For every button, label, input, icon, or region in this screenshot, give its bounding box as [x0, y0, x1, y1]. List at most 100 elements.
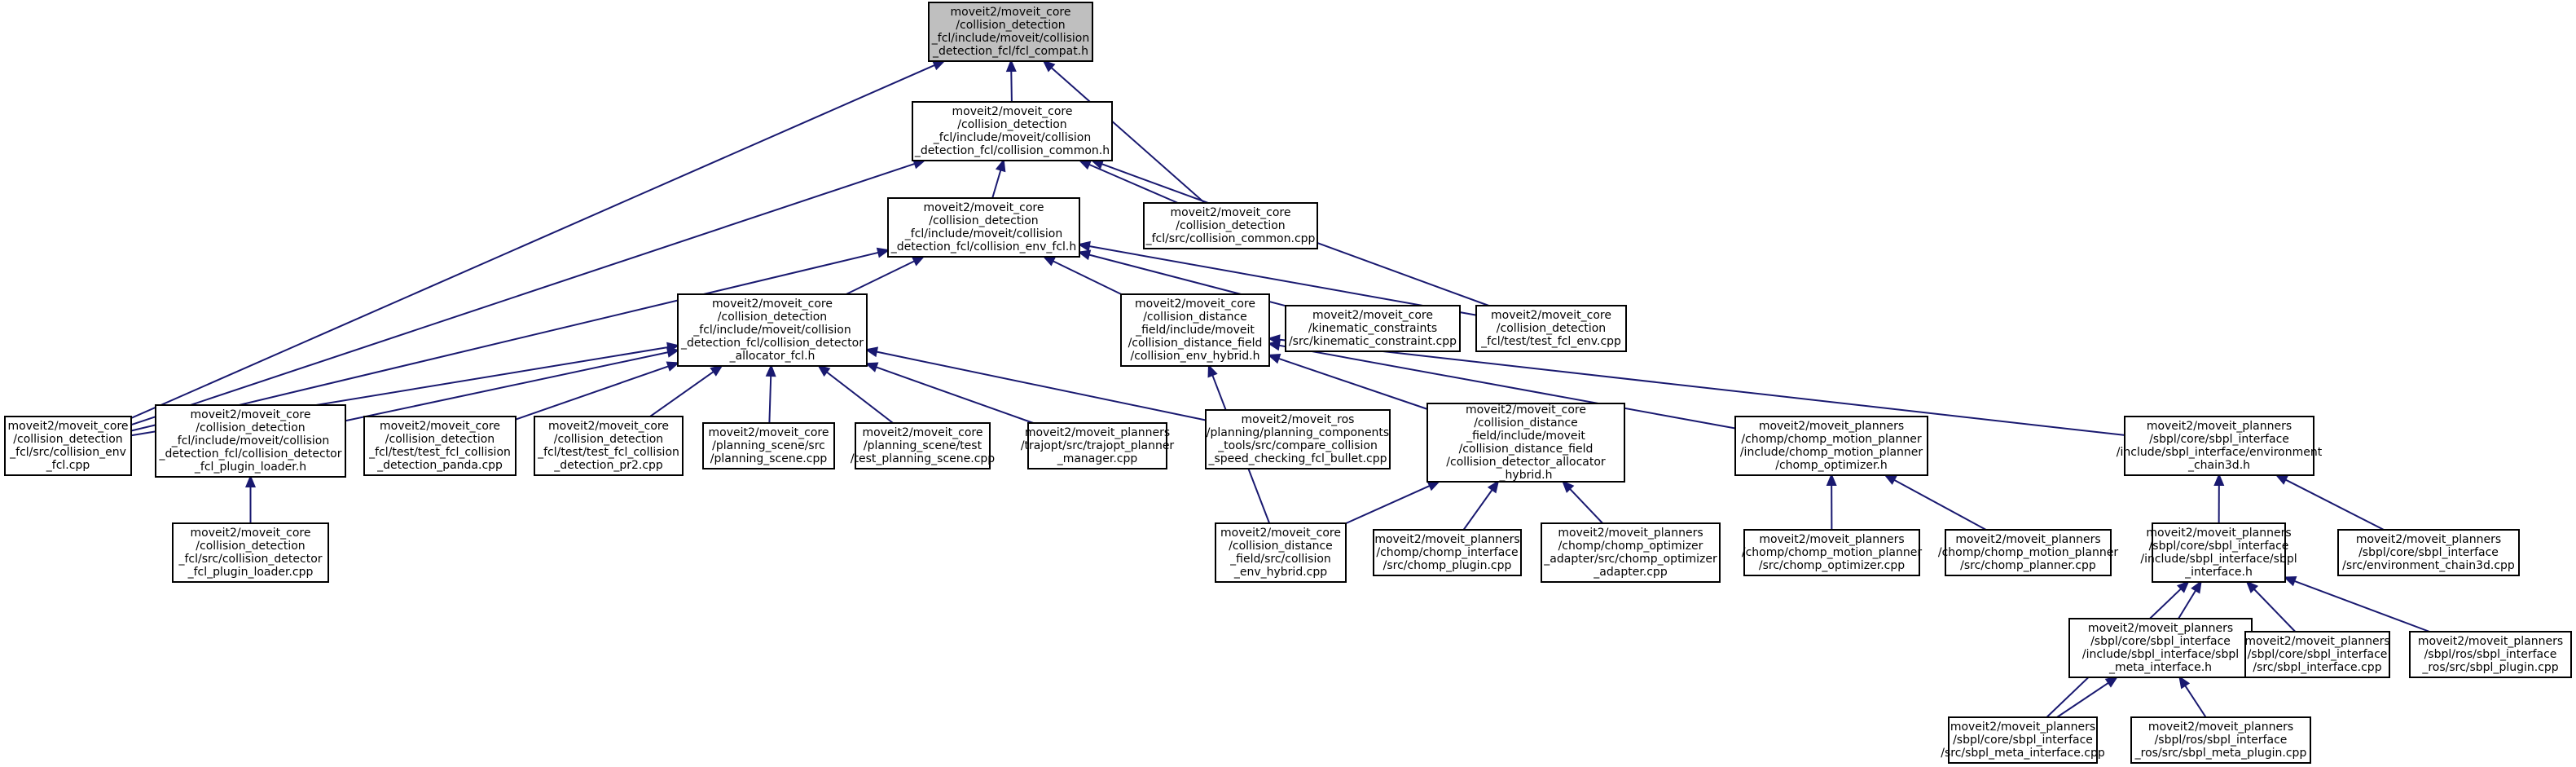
edge-n30-to-n26: [2283, 576, 2430, 633]
node-label-line: _meta_interface.h: [2108, 661, 2212, 674]
node-fcl-plugin-loader-cpp[interactable]: moveit2/moveit_core/collision_detection_…: [172, 522, 329, 583]
node-label-line: moveit2/moveit_core: [8, 420, 129, 433]
node-manager-cpp[interactable]: moveit2/moveit_planners/trajopt/src/traj…: [1021, 422, 1175, 469]
node-label-line: _chain3d.h: [2187, 459, 2250, 472]
node-label-line: _fcl/src/collision_env: [9, 446, 126, 459]
node-src-chomp-optimizer-cpp[interactable]: moveit2/moveit_planners/chomp/chomp_moti…: [1742, 529, 1922, 576]
node-test-planning-scene-cpp[interactable]: moveit2/moveit_core/planning_scene/test/…: [851, 422, 995, 469]
edge-arrowhead: [1005, 59, 1017, 73]
edge-arrowhead: [876, 247, 890, 258]
node-label-line: /planning/planning_components: [1207, 426, 1389, 439]
node-detection-fcl-collision-common-h[interactable]: moveit2/moveit_core/collision_detection_…: [912, 101, 1113, 161]
node-chain3d-h[interactable]: moveit2/moveit_planners/sbpl/core/sbpl_i…: [2117, 416, 2323, 476]
node-src-sbpl-meta-interface-cpp[interactable]: moveit2/moveit_planners/sbpl/core/sbpl_i…: [1941, 716, 2105, 764]
node-label-line: _field/include/moveit: [1466, 430, 1585, 443]
node-fcl-plugin-loader-h[interactable]: moveit2/moveit_core/collision_detection_…: [155, 404, 346, 478]
node-box: [2068, 618, 2253, 678]
node-label-line: /chomp/chomp_motion_planner: [1938, 546, 2118, 559]
node-box: [677, 293, 868, 367]
node-src-kinematic-constraint-cpp[interactable]: moveit2/moveit_core/kinematic_constraint…: [1285, 305, 1461, 352]
edge-line: [2184, 685, 2207, 718]
node-label-line: /test_planning_scene.cpp: [851, 452, 995, 465]
edge-line: [1462, 489, 1493, 531]
node-box: [2337, 529, 2520, 576]
node-src-environment-chain3d-cpp[interactable]: moveit2/moveit_planners/sbpl/core/sbpl_i…: [2337, 529, 2520, 576]
node-detection-fcl-fcl-compat-h[interactable]: moveit2/moveit_core/collision_detection_…: [928, 2, 1093, 62]
node-label-line: moveit2/moveit_planners: [2418, 635, 2563, 648]
node-box: [1373, 529, 1522, 576]
edge-line: [1569, 488, 1603, 524]
node-detection-panda-cpp[interactable]: moveit2/moveit_core/collision_detection_…: [363, 416, 517, 476]
node-label-line: _fcl.cpp: [46, 459, 90, 472]
node-box: [2130, 716, 2311, 764]
node-label-line: /collision_detection: [1497, 322, 1606, 335]
edge-line: [1278, 338, 2125, 436]
edge-arrowhead: [1826, 473, 1837, 487]
edge-line: [846, 260, 915, 295]
node-src-sbpl-interface-cpp[interactable]: moveit2/moveit_planners/sbpl/core/sbpl_i…: [2244, 631, 2390, 678]
node-box: [155, 404, 346, 478]
node-detection-pr2-cpp[interactable]: moveit2/moveit_core/collision_detection_…: [534, 416, 684, 476]
node-adapter-cpp[interactable]: moveit2/moveit_planners/chomp/chomp_opti…: [1541, 522, 1721, 583]
edge-line: [991, 170, 1002, 199]
node-label-line: /collision_detection: [13, 433, 122, 446]
edge-layer: [130, 59, 2430, 718]
node-hybrid-h[interactable]: moveit2/moveit_core/collision_distance_f…: [1426, 403, 1625, 483]
node-label-line: _adapter.cpp: [1593, 566, 1668, 579]
node-interface-h[interactable]: moveit2/moveit_planners/sbpl/core/sbpl_i…: [2140, 522, 2297, 583]
edge-line: [1050, 67, 1206, 204]
node-box: [1734, 416, 1928, 476]
node-box: [1215, 522, 1347, 583]
edge-arrowhead: [1078, 159, 1092, 170]
node-label-line: _fcl/test/test_fcl_collision: [537, 446, 679, 459]
edge-arrowhead: [1042, 255, 1057, 267]
node-label-line: /collision_detection: [929, 214, 1038, 227]
node-fcl-cpp[interactable]: moveit2/moveit_core/collision_detection_…: [4, 416, 132, 476]
node-label-line: /sbpl/core/sbpl_interface: [2358, 546, 2499, 559]
node-label-line: moveit2/moveit_planners: [2356, 533, 2501, 546]
node-label-line: moveit2/moveit_core: [1466, 403, 1586, 417]
node-chomp-optimizer-h[interactable]: moveit2/moveit_planners/chomp/chomp_moti…: [1734, 416, 1928, 476]
node-collision-env-hybrid-h[interactable]: moveit2/moveit_core/collision_distance_f…: [1120, 293, 1270, 367]
node-box: [1743, 529, 1920, 576]
node-fcl-src-collision-common-cpp[interactable]: moveit2/moveit_core/collision_detection_…: [1143, 202, 1318, 249]
edge-n32-to-n28: [2178, 675, 2207, 718]
node-label-line: moveit2/moveit_core: [924, 201, 1044, 214]
node-label-line: _detection_fcl/fcl_compat.h: [932, 45, 1088, 58]
edge-arrowhead: [2213, 473, 2225, 487]
node-label-line: /src/environment_chain3d.cpp: [2342, 559, 2515, 572]
edge-arrowhead: [817, 364, 831, 377]
edge-line: [768, 375, 772, 424]
edge-arrowhead: [1267, 353, 1281, 364]
node-label-line: /chomp/chomp_motion_planner: [1742, 546, 1922, 559]
node-src-chomp-plugin-cpp[interactable]: moveit2/moveit_planners/chomp/chomp_inte…: [1373, 529, 1522, 576]
node-fcl-test-test-fcl-env-cpp[interactable]: moveit2/moveit_core/collision_detection_…: [1475, 305, 1627, 352]
node-ros-src-sbpl-meta-plugin-cpp[interactable]: moveit2/moveit_planners/sbpl/ros/sbpl_in…: [2130, 716, 2311, 764]
node-detection-fcl-collision-env-fcl-h[interactable]: moveit2/moveit_core/collision_detection_…: [887, 197, 1080, 258]
node-box: [928, 2, 1093, 62]
edge-line: [2178, 589, 2197, 619]
node-env-hybrid-cpp[interactable]: moveit2/moveit_core/collision_distance_f…: [1215, 522, 1347, 583]
edge-line: [2284, 478, 2385, 531]
node-ros-src-sbpl-plugin-cpp[interactable]: moveit2/moveit_planners/sbpl/ros/sbpl_in…: [2409, 631, 2572, 678]
node-speed-checking-fcl-bullet-cpp[interactable]: moveit2/moveit_ros/planning/planning_com…: [1205, 409, 1391, 469]
node-label-line: /chomp/chomp_interface: [1376, 546, 1518, 559]
node-src-chomp-planner-cpp[interactable]: moveit2/moveit_planners/chomp/chomp_moti…: [1938, 529, 2118, 576]
node-label-line: /src/chomp_planner.cpp: [1960, 559, 2096, 572]
edge-n5-to-n2: [991, 158, 1006, 199]
node-planning-scene-cpp[interactable]: moveit2/moveit_core/planning_scene/src/p…: [702, 422, 835, 469]
edge-n15-to-n7: [864, 362, 1034, 424]
edge-arrowhead: [1207, 364, 1218, 378]
node-label-line: _allocator_fcl.h: [729, 350, 815, 363]
node-meta-interface-h[interactable]: moveit2/moveit_planners/sbpl/core/sbpl_i…: [2068, 618, 2253, 678]
edge-line: [1345, 484, 1431, 525]
edge-n23-to-n17: [1561, 480, 1603, 524]
node-allocator-fcl-h[interactable]: moveit2/moveit_core/collision_detection_…: [677, 293, 868, 367]
node-label-line: _manager.cpp: [1057, 452, 1138, 465]
node-box: [1285, 305, 1461, 352]
node-label-line: /src/sbpl_meta_interface.cpp: [1941, 747, 2105, 760]
node-label-line: _hybrid.h: [1499, 469, 1553, 482]
node-label-line: moveit2/moveit_core: [709, 426, 829, 439]
node-box: [2124, 416, 2314, 476]
